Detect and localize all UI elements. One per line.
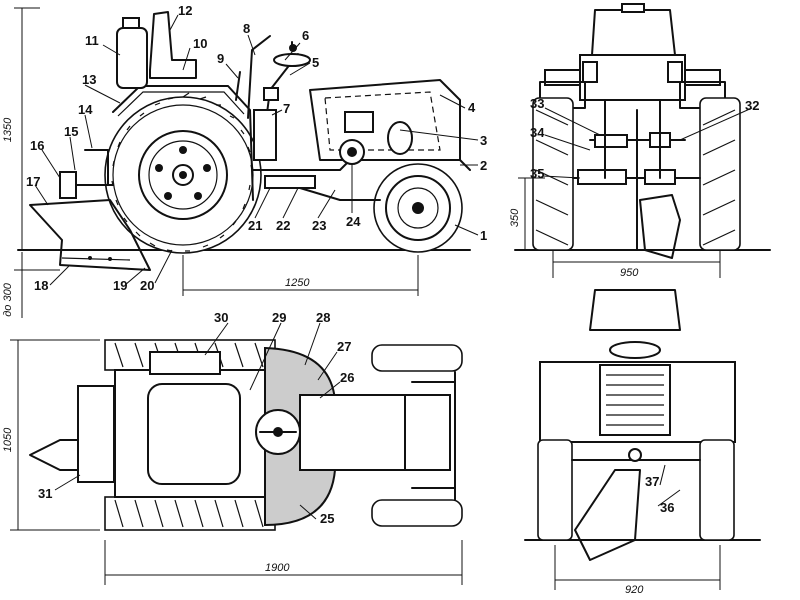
- dimension-labels: 1350 1250 до 300 950 350 1050 1900 920: [2, 117, 644, 596]
- callout-5: 5: [312, 55, 319, 70]
- callout-2: 2: [480, 158, 487, 173]
- callout-10: 10: [193, 36, 207, 51]
- callout-20: 20: [140, 278, 154, 293]
- callout-25: 25: [320, 511, 334, 526]
- callout-30: 30: [214, 310, 228, 325]
- callout-29: 29: [272, 310, 286, 325]
- dim-front-track: 920: [625, 584, 644, 596]
- callout-8: 8: [243, 21, 250, 36]
- callout-7: 7: [283, 101, 290, 116]
- callout-34: 34: [530, 125, 545, 140]
- callout-19: 19: [113, 278, 127, 293]
- dim-rear-track: 950: [620, 267, 639, 279]
- callout-21: 21: [248, 218, 262, 233]
- dim-height-side: 1350: [2, 117, 14, 142]
- plough-side: [29, 149, 151, 271]
- callout-36: 36: [660, 500, 674, 515]
- side-view: [14, 7, 471, 318]
- callout-27: 27: [337, 339, 351, 354]
- dim-length-top: 1900: [265, 562, 290, 574]
- callout-1: 1: [480, 228, 487, 243]
- dim-plough-depth: до 300: [2, 282, 14, 316]
- callout-3: 3: [480, 133, 487, 148]
- callout-22: 22: [276, 218, 290, 233]
- callout-37: 37: [645, 474, 659, 489]
- callout-28: 28: [316, 310, 330, 325]
- dim-wheelbase: 1250: [285, 277, 310, 289]
- callout-11: 11: [85, 33, 99, 48]
- callout-32: 32: [745, 98, 759, 113]
- callout-12: 12: [178, 3, 192, 18]
- rear-wheel-right: [699, 97, 741, 251]
- dim-rear-clearance: 350: [509, 208, 521, 227]
- callout-18: 18: [34, 278, 48, 293]
- callout-31: 31: [38, 486, 52, 501]
- rear-wheel-side: [104, 92, 262, 254]
- front-view: [524, 289, 761, 590]
- front-wheel-side: [373, 163, 463, 253]
- callout-14: 14: [78, 102, 93, 117]
- callout-24: 24: [346, 214, 361, 229]
- callout-13: 13: [82, 72, 96, 87]
- callout-6: 6: [302, 28, 309, 43]
- leader-lines: [34, 14, 753, 520]
- callout-23: 23: [312, 218, 326, 233]
- callout-15: 15: [64, 124, 78, 139]
- top-view: [10, 339, 463, 585]
- callout-35: 35: [530, 166, 544, 181]
- callout-4: 4: [468, 100, 476, 115]
- dim-width-top: 1050: [2, 427, 14, 452]
- callout-26: 26: [340, 370, 354, 385]
- callout-9: 9: [217, 51, 224, 66]
- callout-33: 33: [530, 96, 544, 111]
- rear-view: [514, 3, 771, 278]
- callout-labels: 1 2 3 4 5 6 7 8 9 10 11 12 13 14 15 16 1…: [26, 3, 759, 526]
- callout-17: 17: [26, 174, 40, 189]
- callout-16: 16: [30, 138, 44, 153]
